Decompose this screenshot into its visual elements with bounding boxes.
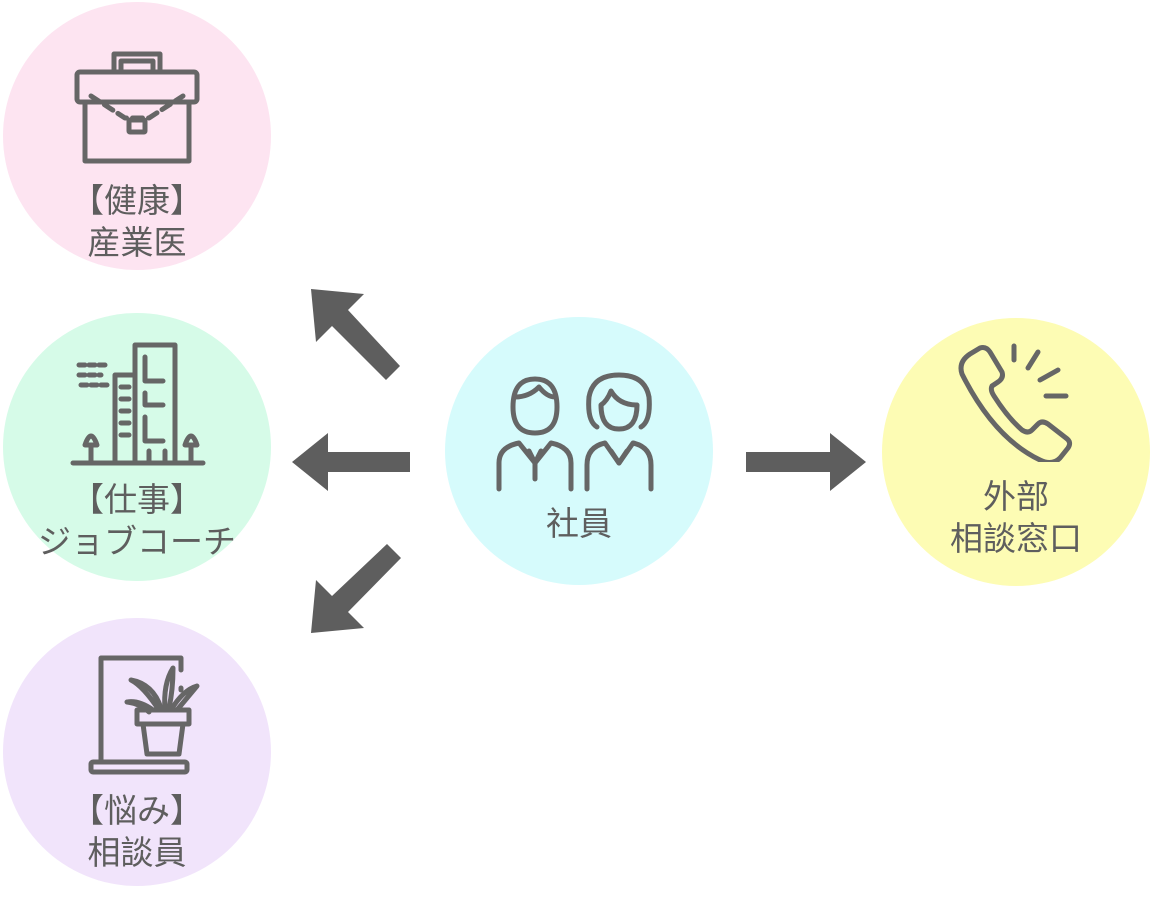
arrow-right bbox=[746, 433, 866, 491]
work-node-title: 【仕事】 bbox=[71, 480, 203, 519]
phone-icon bbox=[958, 343, 1073, 462]
worry-node-title: 【悩み】 bbox=[71, 791, 203, 830]
arrow-up-left bbox=[311, 289, 400, 380]
external-node-role: 相談窓口 bbox=[950, 519, 1082, 558]
work-node: 【仕事】 ジョブコーチ bbox=[3, 313, 271, 581]
businesspeople-icon bbox=[496, 372, 654, 492]
work-node-role: ジョブコーチ bbox=[38, 522, 236, 561]
arrow-left bbox=[292, 433, 410, 491]
briefcase-icon bbox=[74, 51, 200, 164]
external-node-title: 外部 bbox=[983, 477, 1049, 516]
arrow-down-left bbox=[311, 544, 401, 633]
employee-node-title: 社員 bbox=[546, 504, 612, 543]
health-node-title: 【健康】 bbox=[71, 181, 203, 220]
employee-node: 社員 bbox=[445, 317, 713, 585]
health-node: 【健康】 産業医 bbox=[3, 2, 271, 270]
worry-node-role: 相談員 bbox=[87, 833, 187, 872]
health-node-role: 産業医 bbox=[87, 223, 187, 262]
external-node: 外部 相談窓口 bbox=[882, 318, 1150, 586]
window-plant-icon bbox=[88, 655, 200, 775]
worry-node: 【悩み】 相談員 bbox=[3, 618, 271, 886]
office-building-icon bbox=[70, 342, 206, 466]
